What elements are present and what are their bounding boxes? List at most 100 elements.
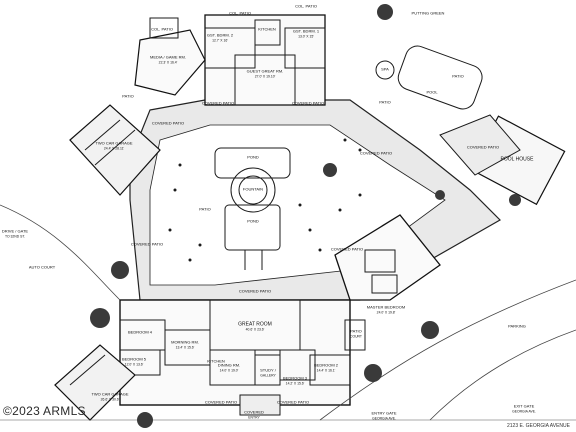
label-covered-patio-top-right: COVERED PATIO <box>291 100 325 106</box>
fountain-circle <box>230 167 276 213</box>
label-dining-room: DINING RM. 14.0' X 19.0' <box>218 363 240 372</box>
master-bedroom-name: MASTER BEDROOM <box>366 304 406 310</box>
label-covered-patio-big: COVERED PATIO <box>151 120 185 126</box>
bedroom-3-box <box>279 349 316 381</box>
label-fountain: FOUNTAIN <box>242 186 264 192</box>
label-spa: SPA <box>381 66 389 72</box>
label-kitchen-bottom: KITCHEN <box>207 358 225 364</box>
media-room-outline <box>134 29 206 96</box>
bedroom-2-box <box>309 354 351 386</box>
label-col-patio-left: COL. PATIO <box>151 26 173 32</box>
label-morning-room: MORNING RM. 13.4' X 15.6' <box>171 340 199 349</box>
guest-bedroom-2-dim: 12.7' X 16' <box>212 38 228 42</box>
two-car-garage-top-dim: 24.4' X 28.11' <box>103 146 125 150</box>
label-media-game-room: MEDIA / GAME RM. 22.3' X 16.4' <box>150 55 186 64</box>
pond-top-box <box>214 147 291 179</box>
spa-circle <box>375 60 395 80</box>
label-covered-patio-pool: COVERED PATIO <box>466 144 500 150</box>
guest-bedroom-2-box <box>204 27 256 69</box>
guest-wing-outline <box>204 14 326 106</box>
two-car-garage-bottom-dim: 26.6' X 30.6' <box>100 397 120 401</box>
label-guest-bedroom-2: GST. BDRM. 2 12.7' X 16' <box>207 33 233 42</box>
tree <box>509 194 521 206</box>
covered-entry-name: COVERED <box>244 409 264 415</box>
pool-box <box>397 45 483 110</box>
label-col-patio-top: COL. PATIO <box>229 10 251 16</box>
label-pool: POOL <box>426 89 438 95</box>
label-patio-court-right: PATIO COURT <box>350 329 362 338</box>
bedroom-3-name: BEDROOM 3 <box>282 375 308 381</box>
label-pool-house: POOL HOUSE <box>500 156 534 163</box>
col-patio-left-box <box>149 17 179 39</box>
label-covered-patio-right: COVERED PATIO <box>359 150 393 156</box>
kitchen-top-box <box>254 19 281 46</box>
study-gallery-dim: GALLERY <box>260 373 276 377</box>
label-exit-gate: EXIT GATE GEORGIA AVE. <box>512 404 536 413</box>
label-bedroom-2: BEDROOM 2 14.4' X 16.1' <box>314 363 338 372</box>
master-wing-outline <box>334 214 441 301</box>
label-drive-gate: DRIVE / GATE TO 32ND ST. <box>2 229 28 238</box>
patio-court-box <box>344 319 366 351</box>
exit-gate-dim: GEORGIA AVE. <box>512 409 536 413</box>
master-bedroom-dim: 24.0' X 19.8' <box>376 310 396 314</box>
bedroom-2-name: BEDROOM 2 <box>313 362 339 368</box>
label-patio-pool-right: PATIO <box>452 73 464 79</box>
label-master-bedroom: MASTER BEDROOM 24.0' X 19.8' <box>367 305 405 314</box>
label-guest-great-room: GUEST GREAT RM. 27.0' X 19.10' <box>247 69 284 78</box>
street-address-label: 2123 E. GEORGIA AVENUE <box>507 423 570 429</box>
label-bedroom-4: BEDROOM 4 <box>127 329 153 335</box>
armls-watermark: ©2023 ARMLS <box>3 404 86 418</box>
bedroom-3-dim: 14.2' X 15.6' <box>285 381 305 385</box>
label-great-room: GREAT ROOM 40.6' X 23.6' <box>238 322 272 331</box>
guest-great-room-dim: 27.0' X 19.10' <box>254 74 276 78</box>
covered-patio-pool <box>439 114 521 176</box>
great-room-dim: 40.6' X 23.6' <box>245 327 265 331</box>
bedroom-5-dim: 12.0' X 13.6' <box>124 362 144 366</box>
tree <box>137 412 153 428</box>
covered-entry-dim: ENTRY <box>248 415 260 419</box>
dining-room-dim: 14.0' X 19.0' <box>219 368 239 372</box>
guest-bedroom-1-box <box>284 27 326 69</box>
tree <box>435 190 445 200</box>
tree <box>421 321 439 339</box>
tree <box>323 163 337 177</box>
great-room-name: GREAT ROOM <box>238 321 272 328</box>
dining-room-name: DINING RM. <box>217 362 241 368</box>
driveway <box>0 204 121 301</box>
label-covered-patio-top-left: COVERED PATIO <box>201 100 235 106</box>
drive-gate-dim: TO 32ND ST. <box>4 234 26 238</box>
garage-top-outline <box>69 104 161 196</box>
tree <box>377 4 393 20</box>
two-car-garage-top-name: TWO CAR GARAGE <box>95 140 133 146</box>
label-putting-green: PUTTING GREEN <box>411 10 445 16</box>
guest-great-room-box <box>234 54 296 106</box>
media-game-room-name: MEDIA / GAME RM. <box>149 54 187 60</box>
guest-great-room-name: GUEST GREAT RM. <box>246 68 284 74</box>
label-covered-patio-lower: COVERED PATIO <box>238 288 272 294</box>
label-two-car-garage-bottom: TWO CAR GARAGE 26.6' X 30.6' <box>91 392 128 401</box>
label-bedroom-5: BEDROOM 5 12.0' X 13.6' <box>122 357 146 366</box>
patio-court-right-dim: COURT <box>350 334 362 338</box>
label-patio-top-left: PATIO <box>122 93 134 99</box>
guest-bedroom-1-dim: 13.0' X 15' <box>298 34 314 38</box>
label-auto-court: AUTO COURT <box>28 264 56 270</box>
garage-bottom-outline <box>54 344 136 421</box>
label-covered-patio-bottom-left: COVERED PATIO <box>204 399 238 405</box>
two-car-garage-bottom-name: TWO CAR GARAGE <box>91 391 129 397</box>
entry-box <box>239 394 281 416</box>
guest-bedroom-1-name: GST. BDRM. 1 <box>292 28 320 34</box>
label-covered-entry: COVERED ENTRY <box>244 410 264 419</box>
tree <box>364 364 382 382</box>
label-parking: PARKING <box>508 323 526 329</box>
label-guest-bedroom-1: GST. BDRM. 1 13.0' X 15' <box>293 29 319 38</box>
label-kitchen-top: KITCHEN <box>258 26 276 32</box>
main-house-outline <box>119 299 351 406</box>
entry-gate-dim: GEORGIA AVE. <box>372 416 396 420</box>
entry-gate-name: ENTRY GATE <box>371 410 397 416</box>
morning-room-name: MORNING RM. <box>171 339 199 345</box>
pond-bottom-box <box>224 204 281 251</box>
bedroom-5-name: BEDROOM 5 <box>121 356 147 362</box>
label-covered-patio-left: COVERED PATIO <box>130 241 164 247</box>
